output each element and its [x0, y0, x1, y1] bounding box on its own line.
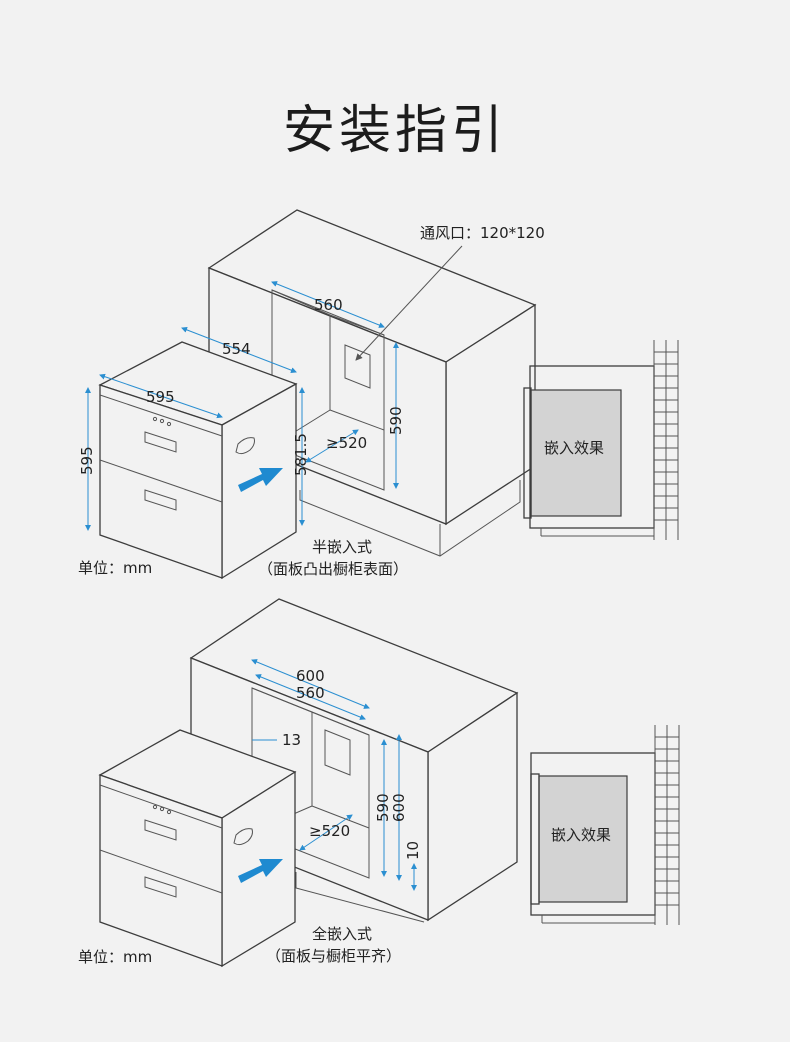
half-caption-note: （面板凸出橱柜表面） — [258, 560, 408, 578]
half-appliance — [98, 341, 298, 580]
vent-label: 通风口：120*120 — [420, 224, 545, 242]
dim-581-5: 581.5 — [292, 433, 310, 476]
full-effect-view: 嵌入效果 — [530, 725, 680, 925]
half-dimensions: 560 554 595 595 581.5 ≥520 590 — [78, 281, 405, 531]
half-unit-label: 单位：mm — [78, 559, 152, 577]
dim-520-depth: ≥520 — [309, 822, 350, 840]
dim-13: 13 — [282, 731, 301, 749]
dim-520: ≥520 — [326, 434, 367, 452]
dim-10: 10 — [404, 841, 422, 860]
dim-560-width: 560 — [296, 684, 325, 702]
dim-554: 554 — [222, 340, 251, 358]
dim-600-height: 600 — [390, 793, 408, 822]
insert-arrow-icon-2 — [238, 859, 283, 883]
half-effect-label: 嵌入效果 — [544, 439, 604, 457]
insert-arrow-icon — [238, 468, 283, 492]
dim-595-width: 595 — [146, 388, 175, 406]
dim-560: 560 — [314, 296, 343, 314]
full-caption-note: （面板与橱柜平齐） — [266, 947, 401, 965]
full-effect-label: 嵌入效果 — [551, 826, 611, 844]
full-dimensions: 600 560 13 590 600 ≥520 10 — [251, 659, 422, 891]
half-effect-view: 嵌入效果 — [523, 340, 679, 540]
dim-600-width: 600 — [296, 667, 325, 685]
full-appliance — [98, 729, 297, 968]
dim-595-height: 595 — [78, 446, 96, 475]
full-unit-label: 单位：mm — [78, 948, 152, 966]
full-embedded-section: 600 560 13 590 600 ≥520 10 — [78, 598, 680, 968]
page-title: 安装指引 — [282, 101, 507, 161]
half-caption-title: 半嵌入式 — [312, 538, 372, 556]
dim-590-height: 590 — [374, 793, 392, 822]
half-embedded-section: 通风口：120*120 560 554 — [78, 209, 679, 580]
full-caption-title: 全嵌入式 — [312, 925, 372, 943]
dim-590: 590 — [387, 406, 405, 435]
